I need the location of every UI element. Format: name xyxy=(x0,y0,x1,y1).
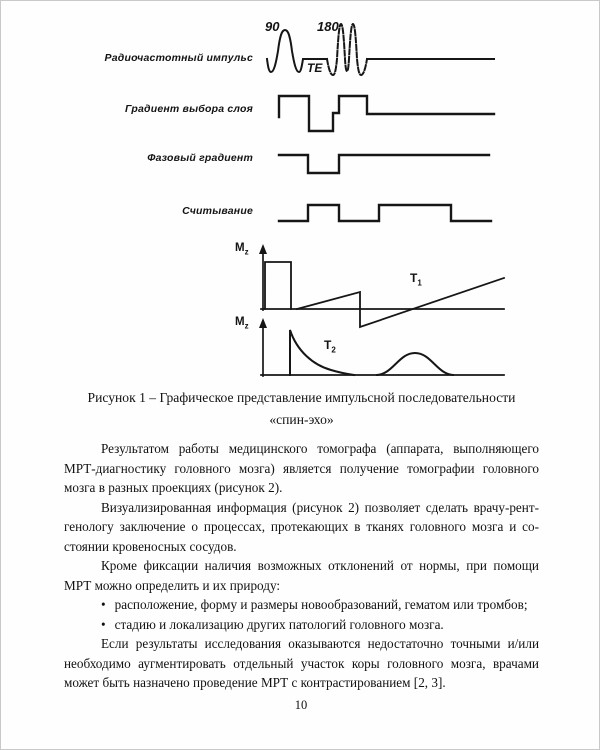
t2-signal-decay xyxy=(289,329,356,377)
te-label: TE xyxy=(307,61,323,75)
flip-angle-180-label: 180 xyxy=(317,19,339,34)
readout-label: Считывание xyxy=(182,205,253,217)
t2-subscript: 2 xyxy=(331,345,336,355)
paragraph-line: может быть назначено проведение МРТ с ко… xyxy=(64,675,446,690)
paragraph-line: Результатом работы медицинского томограф… xyxy=(101,441,539,456)
bullet-icon: • xyxy=(101,597,106,612)
mz-axis-label-t1: Mz xyxy=(235,242,249,256)
figure-caption-line1: Рисунок 1 – Графическое представление им… xyxy=(87,390,516,405)
t1-axis-arrow xyxy=(259,244,267,254)
t1-curve-label: T1 xyxy=(410,271,422,287)
list-item-text: расположение, форму и размеры новообразо… xyxy=(114,597,528,612)
page-number: 10 xyxy=(294,698,308,712)
paragraph-line: Кроме фиксации наличия возможных отклоне… xyxy=(101,558,539,573)
body-text: Результатом работы медицинского томограф… xyxy=(64,439,539,693)
t2-curve-label: T2 xyxy=(324,338,336,354)
list-item: • стадию и локализацию других патологий г… xyxy=(64,615,539,635)
phase-gradient-waveform xyxy=(277,153,491,175)
t1-subscript: 1 xyxy=(417,278,422,288)
figure-caption-line2: «спин-эхо» xyxy=(269,412,334,427)
paragraph-line: Визуализированная информация (рисунок 2)… xyxy=(101,499,539,515)
figure-caption: Рисунок 1 – Графическое представление им… xyxy=(64,387,539,431)
rf-waveform xyxy=(265,28,328,74)
t2-signal-echo xyxy=(375,351,455,377)
mz-subscript: z xyxy=(244,321,249,331)
pulse-sequence-diagram xyxy=(259,22,506,377)
phase-gradient-label: Фазовый градиент xyxy=(147,152,253,164)
readout-waveform xyxy=(277,203,493,223)
t-letter: T xyxy=(324,338,332,352)
paragraph-line: мозга в разных проекциях (рисунок 2). xyxy=(64,480,283,495)
t2-axis-arrow xyxy=(259,318,267,328)
t-letter: T xyxy=(410,271,418,285)
paragraph-line: стоянии кровеносных сосудов. xyxy=(64,538,237,554)
mz-axis-label-t2: Mz xyxy=(235,316,249,330)
slice-gradient-label: Градиент выбора слоя xyxy=(124,103,253,115)
slice-gradient-waveform xyxy=(277,94,496,133)
paragraph-line: МРТ-диагностику головного мозга) являетс… xyxy=(64,460,539,476)
t1-signal xyxy=(264,261,506,329)
mz-letter: M xyxy=(235,316,245,328)
list-item: • расположение, форму и размеры новообраз… xyxy=(64,595,539,615)
paragraph-line: Если результаты исследования оказываются… xyxy=(101,636,539,651)
bullet-icon: • xyxy=(101,616,106,632)
mz-subscript: z xyxy=(244,247,249,257)
rf-180-pulse xyxy=(325,22,369,77)
paragraph-line: необходимо аугментировать отдельный учас… xyxy=(64,655,539,671)
paragraph-line: генологу заключение о процессах, протека… xyxy=(64,519,539,534)
figure-pulse-sequence: Радиочастотный импульс Градиент выбора с… xyxy=(1,1,599,386)
list-item-text: стадию и локализацию других патологий го… xyxy=(114,616,444,632)
flip-angle-90-label: 90 xyxy=(265,19,280,34)
rf-pulse-label: Радиочастотный импульс xyxy=(104,52,253,64)
mz-letter: M xyxy=(235,242,245,254)
paragraph-line: МРТ можно определить и их природу: xyxy=(64,577,281,593)
